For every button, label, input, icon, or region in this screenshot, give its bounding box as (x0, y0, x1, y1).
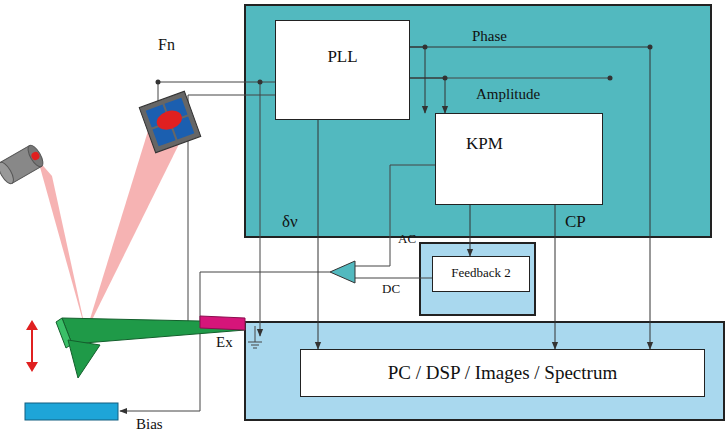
ac-wire (355, 165, 435, 266)
signal-connector (470, 205, 471, 256)
dc-wire (355, 278, 432, 279)
signal-name: Fn (156, 36, 177, 54)
oscillation-arrow (26, 320, 38, 372)
fn-to-computer-wire (260, 82, 261, 336)
junction-dot (156, 80, 161, 85)
signal-connector (410, 47, 425, 113)
box-title: PC / DSP / Images / Spectrum (301, 362, 704, 384)
pll-box: PLL (275, 20, 410, 120)
signal-name: DC (380, 282, 402, 297)
feedback-panel (420, 243, 535, 315)
kpm-box: KPM (435, 113, 603, 205)
ground-symbol (248, 326, 262, 348)
connector-label: CP (563, 212, 588, 232)
laser-beam (38, 160, 86, 332)
cantilever-tip (68, 340, 100, 378)
computer-panel (245, 322, 724, 420)
sample (25, 403, 118, 420)
box-title: PLL (276, 47, 409, 67)
signal-name: AC (396, 232, 418, 247)
photodiode (139, 91, 201, 153)
amplifier-symbol (330, 261, 355, 283)
box-title: Feedback 2 (433, 265, 529, 281)
connector-label: δν (280, 212, 300, 232)
signal-name: Amplitude (474, 86, 542, 103)
computer-box: PC / DSP / Images / Spectrum (300, 349, 705, 397)
feedback-box: Feedback 2 (432, 256, 530, 292)
controller-panel (245, 5, 711, 237)
box-title: KPM (466, 134, 602, 154)
reflected-beam (86, 118, 182, 332)
junction-dot (608, 76, 613, 81)
signal-name: Ex (214, 334, 235, 351)
signal-connector (555, 205, 556, 349)
ex-wire (188, 95, 290, 322)
laser-source (0, 143, 46, 186)
signal-connector (410, 78, 445, 113)
signal-connector (318, 120, 319, 349)
connector-label: Phase (470, 28, 509, 45)
junction-dot (258, 80, 263, 85)
signal-name: Bias (134, 416, 165, 433)
piezo-element (200, 316, 245, 330)
bias-wire (120, 272, 330, 411)
signal-connector (410, 47, 650, 349)
